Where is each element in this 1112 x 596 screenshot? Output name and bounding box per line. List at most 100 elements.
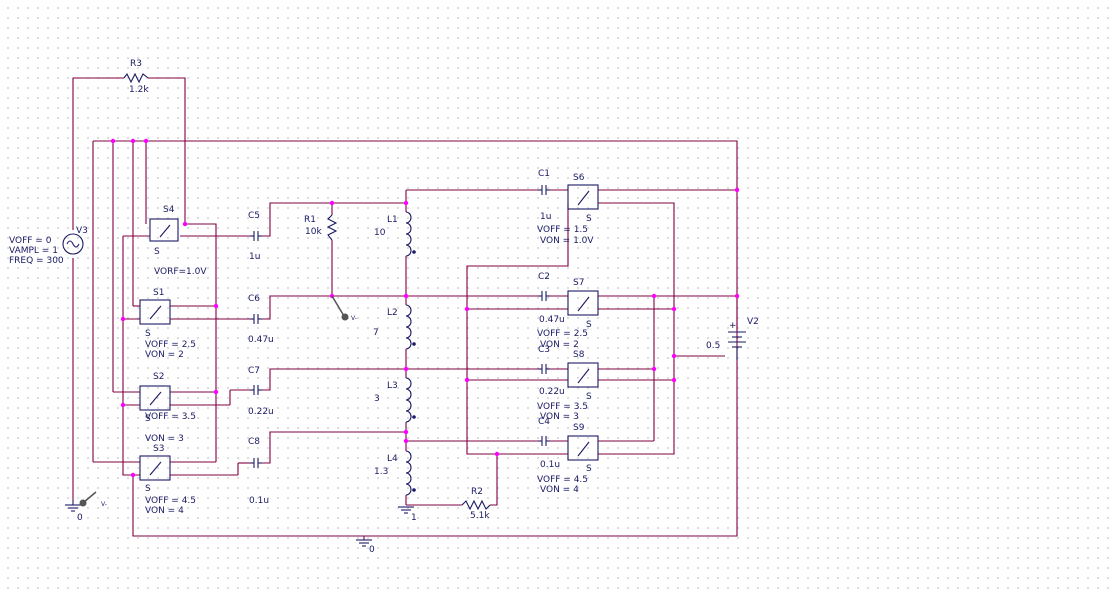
- v3-vampl: VAMPL = 1: [9, 246, 58, 256]
- s6-voff: VOFF = 1.5: [537, 225, 588, 235]
- s1-label: S1: [153, 288, 164, 298]
- s8-von: VON = 3: [540, 412, 579, 422]
- v2-label: V2: [747, 317, 759, 327]
- s9-label: S9: [573, 423, 585, 433]
- v3-voff: VOFF = 0: [9, 236, 52, 246]
- s9-model: S: [586, 464, 592, 474]
- s2-voff: VOFF = 3.5: [145, 412, 196, 422]
- s7-voff: VOFF = 2.5: [537, 329, 588, 339]
- s8-voff: VOFF = 3.5: [537, 402, 588, 412]
- v2-value: 0.5: [706, 341, 720, 351]
- probe-1-label: V-: [351, 315, 357, 322]
- capacitor-c3[interactable]: C3 0.22u: [538, 345, 565, 397]
- ground-l4-label: 1: [411, 513, 417, 523]
- c8-label: C8: [248, 437, 260, 447]
- s3-von: VON = 4: [145, 506, 184, 516]
- v3-sine-source[interactable]: V3 VOFF = 0 VAMPL = 1 FREQ = 300: [9, 226, 88, 266]
- s9-voff: VOFF = 4.5: [537, 475, 588, 485]
- s3-model: S: [145, 484, 151, 494]
- s7-model: S: [586, 320, 592, 330]
- c3-label: C3: [538, 345, 550, 355]
- inductor-l3[interactable]: L3 3: [374, 377, 416, 423]
- c5-value: 1u: [249, 252, 260, 262]
- r3-label: R3: [130, 59, 142, 69]
- s8-model: S: [586, 392, 592, 402]
- l2-value: 7: [373, 328, 379, 338]
- s3-voff: VOFF = 4.5: [145, 496, 196, 506]
- c3-value: 0.22u: [539, 387, 565, 397]
- s9-von: VON = 4: [540, 485, 579, 495]
- l4-label: L4: [387, 454, 398, 464]
- s1-model: S: [145, 329, 151, 339]
- switch-s2[interactable]: S2 S VOFF = 3.5 VON = 3: [139, 372, 196, 444]
- s4-model: S: [154, 247, 160, 257]
- s6-label: S6: [573, 173, 585, 183]
- v2-plus: +: [729, 321, 737, 331]
- r3-value: 1.2k: [129, 85, 149, 95]
- capacitor-c5[interactable]: C5 1u: [248, 211, 262, 262]
- v3-label: V3: [76, 226, 88, 236]
- capacitor-c8[interactable]: C8 0.1u: [248, 437, 269, 506]
- v3-freq: FREQ = 300: [9, 256, 64, 266]
- switch-s1[interactable]: S1 S VOFF = 2.5 VON = 2: [139, 288, 196, 360]
- inductor-l4[interactable]: L4 1.3: [374, 450, 416, 496]
- c6-label: C6: [248, 294, 260, 304]
- s7-label: S7: [573, 278, 584, 288]
- r1-value: 10k: [305, 227, 322, 237]
- switch-s4[interactable]: S4 S VORF=1.0V: [149, 205, 207, 277]
- capacitor-c7[interactable]: C7 0.22u: [248, 366, 274, 417]
- l2-label: L2: [387, 308, 398, 318]
- s6-von: VON = 1.0V: [540, 236, 594, 246]
- v2-dc-source[interactable]: + V2 0.5: [706, 317, 759, 360]
- c2-value: 0.47u: [539, 315, 565, 325]
- resistor-r1[interactable]: R1 10k: [304, 214, 338, 241]
- capacitor-c6[interactable]: C6 0.47u: [248, 294, 274, 345]
- c2-label: C2: [538, 272, 550, 282]
- s2-von: VON = 3: [145, 434, 184, 444]
- s4-label: S4: [163, 205, 175, 215]
- l1-label: L1: [387, 215, 398, 225]
- c4-label: C4: [538, 417, 550, 427]
- s8-label: S8: [573, 350, 585, 360]
- l3-label: L3: [387, 381, 398, 391]
- s3-label: S3: [153, 444, 164, 454]
- switch-s8[interactable]: S8 S VOFF = 3.5 VON = 3: [537, 350, 599, 422]
- switch-s6[interactable]: S6 S VOFF = 1.5 VON = 1.0V: [537, 173, 599, 246]
- c1-label: C1: [538, 169, 550, 179]
- capacitor-c2[interactable]: C2 0.47u: [538, 272, 565, 325]
- r2-value: 5.1k: [470, 511, 490, 521]
- s2-model: S: [145, 414, 151, 424]
- ground-l4: 1: [398, 506, 417, 523]
- l4-value: 1.3: [374, 467, 388, 477]
- ground-v3: 0: [65, 500, 83, 523]
- switch-s9[interactable]: S9 S VOFF = 4.5 VON = 4: [537, 423, 599, 495]
- voltage-probe-2[interactable]: V-: [79, 491, 107, 508]
- capacitor-c1[interactable]: C1 1u: [538, 169, 551, 222]
- s1-von: VON = 2: [145, 350, 184, 360]
- capacitor-c4[interactable]: C4 0.1u: [538, 417, 560, 470]
- switch-s7[interactable]: S7 S VOFF = 2.5 VON = 2: [537, 278, 599, 350]
- c1-value: 1u: [540, 212, 551, 222]
- junctions: [110, 138, 740, 478]
- l1-value: 10: [374, 228, 386, 238]
- ground-v3-label: 0: [77, 513, 83, 523]
- s1-voff: VOFF = 2.5: [145, 340, 196, 350]
- resistor-r3[interactable]: R3 1.2k: [123, 59, 149, 95]
- c8-value: 0.1u: [249, 496, 269, 506]
- s7-von: VON = 2: [540, 340, 579, 350]
- c4-value: 0.1u: [540, 460, 560, 470]
- wires: [72, 77, 738, 540]
- l3-value: 3: [374, 394, 380, 404]
- c7-value: 0.22u: [248, 407, 274, 417]
- switch-s3[interactable]: S3 S VOFF = 4.5 VON = 4: [139, 444, 196, 516]
- inductor-l1[interactable]: L1 10: [374, 211, 416, 257]
- voltage-probe-1[interactable]: V-: [331, 295, 357, 322]
- resistor-r2[interactable]: R2 5.1k: [461, 487, 491, 521]
- inductor-l2[interactable]: L2 7: [373, 304, 416, 350]
- c7-label: C7: [248, 366, 260, 376]
- ground-bottom: 0: [356, 539, 375, 555]
- r2-label: R2: [471, 487, 483, 497]
- probe-2-label: V-: [101, 501, 107, 508]
- s2-label: S2: [153, 372, 164, 382]
